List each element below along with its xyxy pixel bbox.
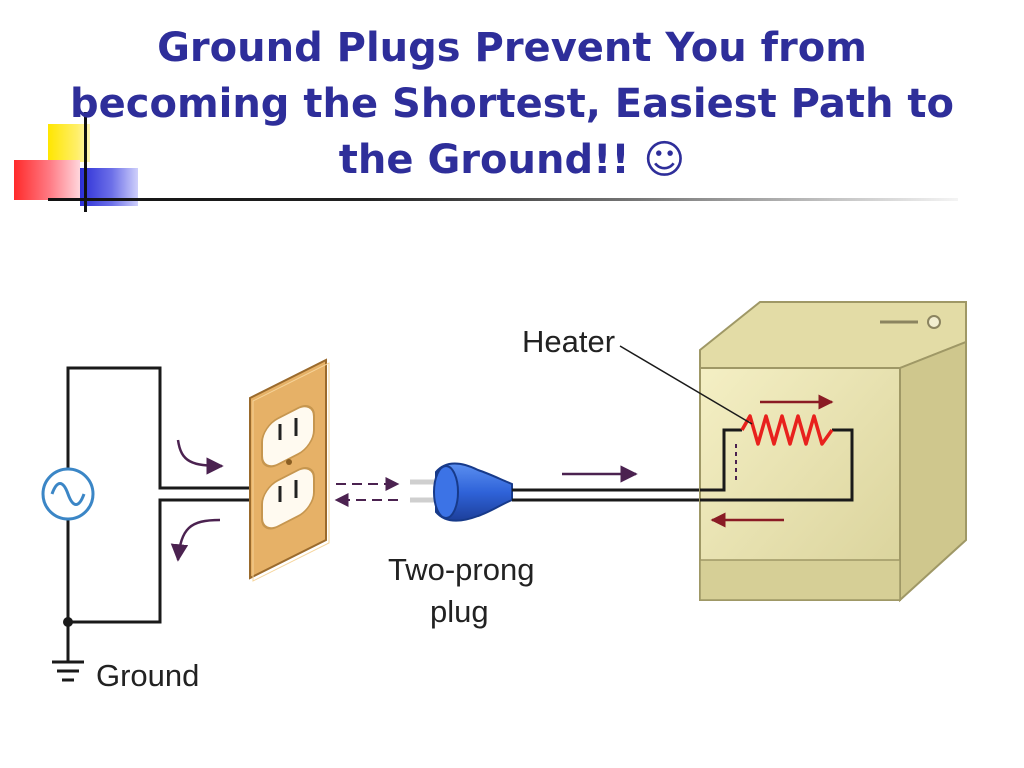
ground-label: Ground [96,658,199,693]
heater-label: Heater [522,324,615,359]
ground-symbol [52,650,84,682]
heater-coil [740,414,834,446]
plug-label-line2: plug [430,594,489,629]
deco-yellow-square [48,124,90,162]
plug-label-line1: Two-prong [388,552,534,587]
slide-title: Ground Plugs Prevent You from becoming t… [40,20,984,188]
ac-source-icon [41,467,95,521]
appliance [699,301,967,603]
hot-wire [66,366,262,490]
current-arrow-out [170,518,221,562]
current-arrow-in [176,439,224,475]
deco-red-square [14,160,80,200]
title-line-2: becoming the Shortest, Easiest Path to [69,81,954,127]
title-underline [48,198,958,201]
title-line-1: Ground Plugs Prevent You from [157,25,867,71]
current-arrows-plug [334,477,400,507]
appliance-cord [512,488,700,502]
ground-node [63,617,73,627]
two-prong-plug [410,462,513,522]
neutral-wire [66,498,262,624]
wall-outlet [249,358,330,582]
heater-leader-line [619,345,753,425]
title-line-3: the Ground!! ☺ [338,137,686,183]
circuit-wires [66,366,262,650]
deco-vertical-line [84,112,87,212]
